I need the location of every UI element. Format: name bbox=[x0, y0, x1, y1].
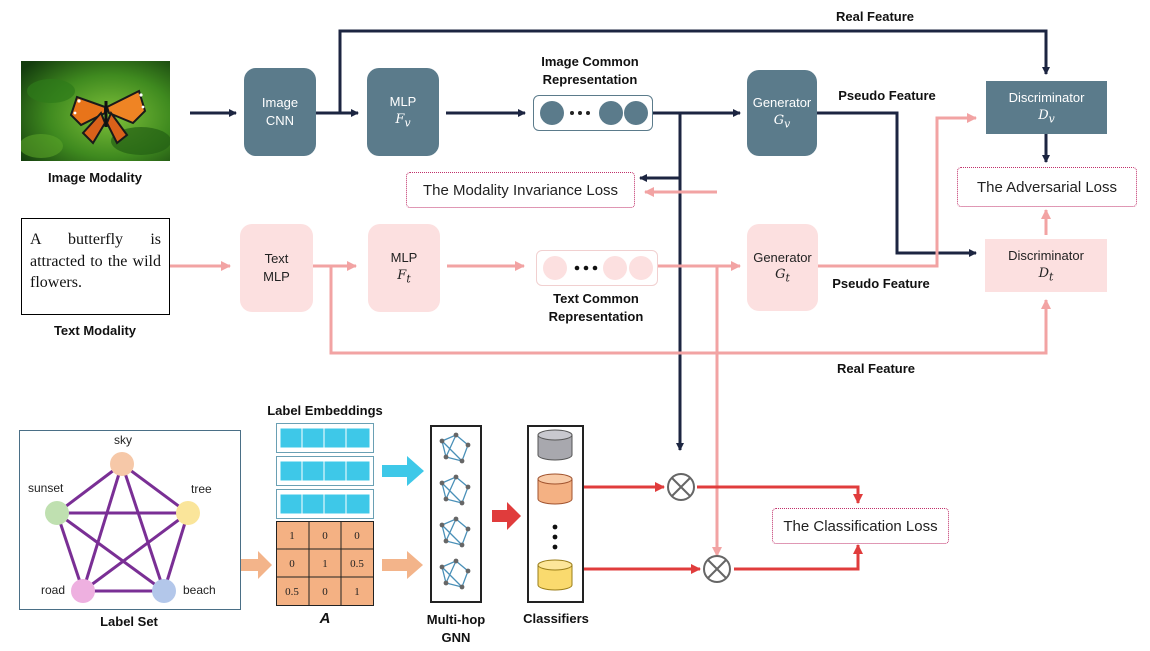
classifier-db-icon-gray bbox=[537, 429, 573, 461]
generator-gv-label: Generator bbox=[752, 95, 812, 111]
pseudo-feature-bottom-label: Pseudo Feature bbox=[832, 276, 930, 291]
text-common-representation bbox=[536, 250, 658, 286]
text-branch-arrows bbox=[170, 113, 1051, 557]
discriminator-dv-symbol: Dv bbox=[1038, 107, 1055, 126]
matrix-cell-0-2: 0 bbox=[354, 530, 360, 542]
discriminator-dt-box: Discriminator Dt bbox=[985, 239, 1107, 292]
discriminator-dt-symbol: Dt bbox=[1038, 265, 1054, 284]
classification-arrows bbox=[583, 482, 863, 574]
orange-arrow-icon-right bbox=[382, 551, 423, 579]
butterfly-image bbox=[21, 61, 170, 161]
generator-gv-symbol: Gv bbox=[773, 112, 791, 131]
node-label-road: road bbox=[41, 583, 66, 597]
matrix-cell-0-1: 0 bbox=[322, 530, 328, 542]
real-feature-bottom-label: Real Feature bbox=[836, 361, 916, 376]
orange-arrow-icon-left bbox=[236, 551, 272, 579]
text-common-rep-line1: Text Common bbox=[553, 291, 639, 306]
text-mlp-box: Text MLP bbox=[240, 224, 313, 312]
classifier-db-icon-orange bbox=[537, 473, 573, 505]
matrix-cell-2-0: 0.5 bbox=[285, 586, 299, 598]
matrix-cell-0-0: 1 bbox=[289, 530, 295, 542]
text-common-rep-title: Text Common Representation bbox=[526, 290, 666, 326]
generator-gv-box: Generator Gv bbox=[747, 70, 817, 156]
discriminator-dt-label: Discriminator bbox=[1008, 247, 1084, 263]
generator-gt-symbol: Gt bbox=[775, 267, 790, 285]
text-mlp-line2: MLP bbox=[263, 269, 290, 284]
generator-gt-label: Generator bbox=[753, 249, 812, 265]
image-cnn-box: Image CNN bbox=[244, 68, 316, 156]
mlp-ft-symbol: Ft bbox=[397, 267, 411, 286]
multiply-operator-bottom bbox=[703, 555, 731, 583]
text-mlp-line1: Text bbox=[264, 251, 289, 267]
matrix-cell-1-0: 0 bbox=[289, 558, 295, 570]
classifiers-caption: Classifiers bbox=[523, 611, 589, 626]
node-label-sunset: sunset bbox=[28, 481, 64, 495]
mlp-fv-box: MLP Fv bbox=[367, 68, 439, 156]
adjacency-symbol: A bbox=[319, 610, 331, 627]
label-set-graph: sky sunset tree road beach bbox=[19, 430, 241, 610]
matrix-cell-1-2: 0.5 bbox=[350, 558, 364, 570]
text-modality-caption: Text Modality bbox=[53, 323, 137, 338]
modality-invariance-loss-box: The Modality Invariance Loss bbox=[406, 172, 635, 208]
mlp-ft-box: MLP Ft bbox=[368, 224, 440, 312]
node-sky bbox=[110, 452, 134, 476]
node-label-beach: beach bbox=[183, 583, 216, 597]
mlp-fv-label: MLP bbox=[389, 94, 417, 110]
classification-loss-box: The Classification Loss bbox=[772, 508, 949, 544]
gnn-caption-line2: GNN bbox=[441, 629, 471, 645]
real-feature-top-label: Real Feature bbox=[835, 9, 915, 24]
image-common-representation bbox=[533, 95, 653, 131]
generator-gt-box: Generator Gt bbox=[747, 224, 818, 311]
image-cnn-line1: Image bbox=[261, 95, 299, 111]
matrix-cell-2-2: 1 bbox=[354, 586, 360, 598]
image-modality-caption: Image Modality bbox=[48, 170, 142, 185]
label-set-caption: Label Set bbox=[100, 614, 158, 629]
matrix-cell-1-1: 1 bbox=[322, 558, 328, 570]
matrix-cell-2-1: 0 bbox=[322, 586, 328, 598]
discriminator-dv-label: Discriminator bbox=[1008, 89, 1085, 105]
text-sample-box: A butterfly is attracted to the wild flo… bbox=[21, 218, 170, 315]
classifier-db-icon-yellow bbox=[537, 559, 573, 591]
gnn-caption-line1: Multi-hop bbox=[426, 612, 486, 627]
node-road bbox=[71, 579, 95, 603]
mlp-ft-label: MLP bbox=[390, 250, 418, 266]
image-common-rep-line1: Image Common bbox=[541, 54, 639, 69]
node-label-sky: sky bbox=[114, 433, 132, 447]
multiply-operator-top bbox=[667, 473, 695, 501]
image-cnn-line2: CNN bbox=[265, 113, 295, 128]
adversarial-loss-box: The Adversarial Loss bbox=[957, 167, 1137, 207]
red-block-arrow-icon bbox=[492, 502, 521, 530]
node-sunset bbox=[45, 501, 69, 525]
gnn-caption: Multi-hop GNN bbox=[410, 611, 502, 646]
adjacency-matrix: 1 0 0 0 1 0.5 0.5 0 1 bbox=[276, 521, 374, 606]
mlp-fv-symbol: Fv bbox=[395, 111, 411, 130]
node-beach bbox=[152, 579, 176, 603]
pseudo-feature-top-label: Pseudo Feature bbox=[838, 88, 936, 103]
discriminator-dv-box: Discriminator Dv bbox=[986, 81, 1107, 134]
label-embeddings bbox=[276, 423, 374, 519]
node-tree bbox=[176, 501, 200, 525]
image-common-rep-title: Image Common Representation bbox=[520, 53, 660, 89]
text-common-rep-line2: Representation bbox=[548, 309, 644, 325]
node-label-tree: tree bbox=[191, 482, 212, 496]
image-common-rep-line2: Representation bbox=[542, 72, 638, 88]
label-embeddings-title: Label Embeddings bbox=[267, 403, 383, 418]
multi-hop-gnn bbox=[430, 425, 482, 603]
classifiers-stack bbox=[527, 425, 584, 603]
cyan-arrow-icon bbox=[382, 456, 424, 486]
